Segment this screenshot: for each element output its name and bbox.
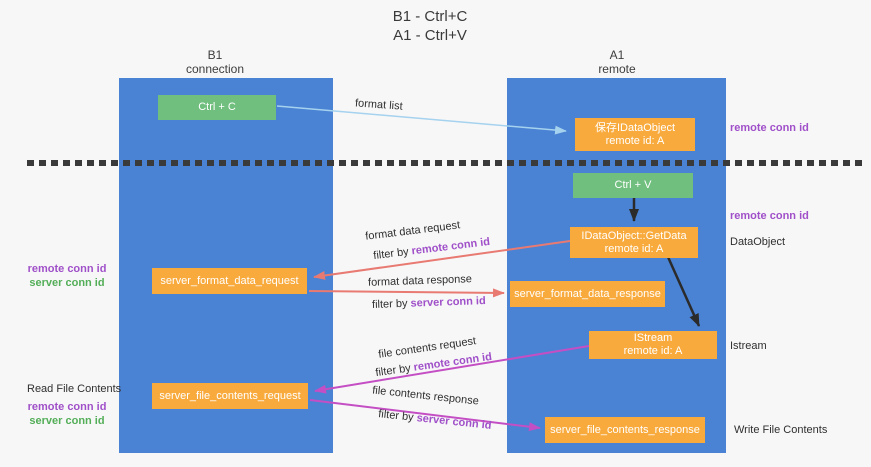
lane-b1-name: B1: [207, 48, 223, 62]
node-file-request-label: server_file_contents_request: [159, 389, 301, 402]
node-ctrl-c-label: Ctrl + C: [198, 101, 236, 113]
node-format-response-label: server_format_data_response: [514, 287, 661, 300]
label-istream: Istream: [730, 340, 767, 352]
label-left-conn-ids-mid: remote conn id server conn id: [22, 262, 112, 290]
label-left-server-conn-id-2: server conn id: [29, 415, 105, 427]
node-istream-line1: IStream: [633, 332, 673, 344]
node-save-idataobject: 保存IDataObject remote id: A: [575, 118, 695, 151]
node-ctrl-c: Ctrl + C: [158, 95, 276, 120]
arrow-file-contents-response: [309, 399, 541, 432]
node-server-format-data-request: server_format_data_request: [152, 268, 307, 294]
lane-a1-name: A1: [609, 48, 625, 62]
node-istream: IStream remote id: A: [589, 331, 717, 359]
label-left-remote-conn-id-1: remote conn id: [27, 263, 107, 275]
label-dataobject: DataObject: [730, 236, 786, 248]
lane-header-b1: B1 connection: [145, 48, 285, 76]
lane-header-a1: A1 remote: [547, 48, 687, 76]
label-remote-conn-id-mid: remote conn id: [730, 210, 809, 222]
node-ctrl-v-label: Ctrl + V: [614, 179, 652, 191]
node-server-file-contents-request: server_file_contents_request: [152, 383, 308, 409]
arrow-getdata-to-istream: [666, 256, 701, 327]
label-left-server-conn-id-1: server conn id: [29, 277, 105, 289]
diagram-title: B1 - Ctrl+C A1 - Ctrl+V: [340, 7, 520, 45]
node-server-file-contents-response: server_file_contents_response: [545, 417, 705, 443]
lane-b1-sub: connection: [185, 62, 245, 76]
node-getdata-line1: IDataObject::GetData: [581, 229, 687, 242]
node-idataobject-getdata: IDataObject::GetData remote id: A: [570, 227, 698, 258]
arrow-format-data-request: [313, 240, 571, 280]
label-remote-conn-id-top: remote conn id: [730, 122, 809, 134]
node-file-response-label: server_file_contents_response: [550, 423, 700, 436]
label-left-remote-conn-id-2: remote conn id: [27, 401, 107, 413]
label-read-file-contents: Read File Contents: [27, 383, 122, 395]
node-istream-line2: remote id: A: [623, 345, 683, 357]
title-line-2: A1 - Ctrl+V: [393, 27, 467, 44]
arrow-format-data-response: [308, 288, 505, 298]
label-left-conn-ids-bottom: remote conn id server conn id: [22, 400, 112, 428]
arrow-format-list: [276, 105, 567, 135]
node-ctrl-v: Ctrl + V: [573, 173, 693, 198]
lane-a1-sub: remote: [598, 62, 636, 76]
arrow-file-contents-request: [314, 345, 590, 394]
label-write-file-contents: Write File Contents: [734, 424, 828, 436]
title-line-1: B1 - Ctrl+C: [392, 8, 468, 25]
node-save-idataobject-line2: remote id: A: [605, 134, 665, 147]
node-save-idataobject-line1: 保存IDataObject: [594, 121, 676, 134]
node-getdata-line2: remote id: A: [604, 242, 664, 255]
node-format-request-label: server_format_data_request: [160, 274, 299, 287]
filter-by-text: filter by: [371, 297, 408, 311]
node-server-format-data-response: server_format_data_response: [510, 281, 665, 307]
